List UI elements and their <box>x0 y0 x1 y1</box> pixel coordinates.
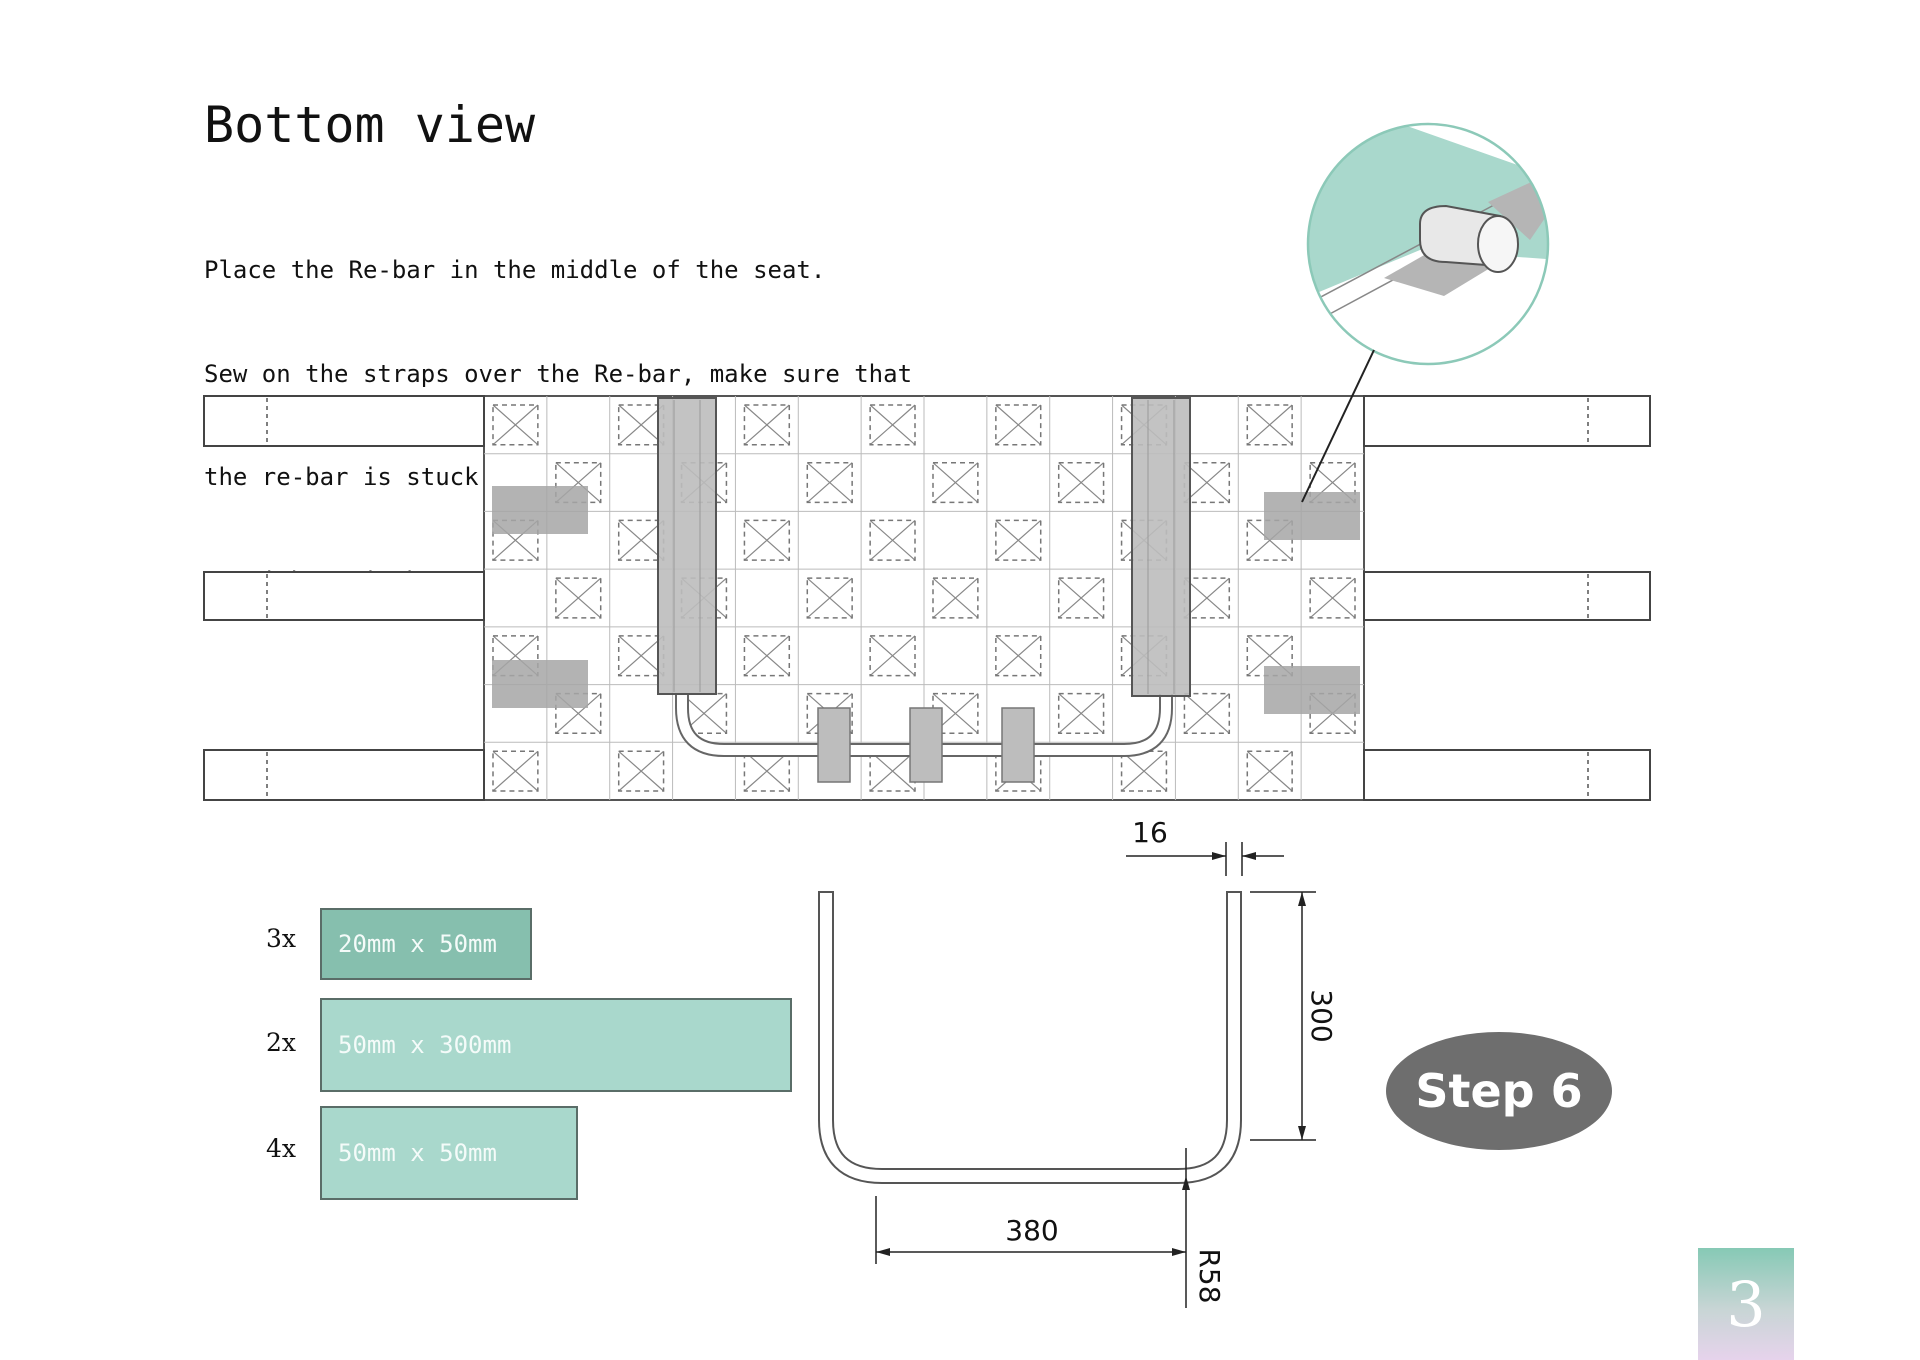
material-swatch: 20mm x 50mm <box>320 908 532 980</box>
rebar-straps <box>657 397 1191 697</box>
patch <box>1264 492 1360 540</box>
left-straps <box>203 395 485 801</box>
dimension-380: 380 <box>1005 1214 1058 1247</box>
instruction-line: Sew on the straps over the Re-bar, make … <box>204 359 913 388</box>
strap-left-top <box>203 395 485 447</box>
side-patches <box>492 486 1360 714</box>
instruction-line: Place the Re-bar in the middle of the se… <box>204 256 826 284</box>
step-badge: Step 6 <box>1386 1032 1612 1150</box>
page-title: Bottom view <box>204 96 536 154</box>
small-straps <box>817 707 1035 783</box>
patch <box>492 486 588 534</box>
strap-left-bottom <box>203 749 485 801</box>
small-strap <box>909 707 943 783</box>
detail-pointer <box>1301 349 1375 503</box>
material-qty: 4x <box>266 1134 297 1163</box>
right-straps <box>1363 395 1651 801</box>
patch <box>492 660 588 708</box>
page-number: 3 <box>1698 1248 1794 1360</box>
detail-bubble <box>1301 122 1550 503</box>
dimension-r58: R58 <box>1193 1248 1226 1303</box>
strap-left-middle <box>203 571 485 621</box>
strap-right-middle <box>1363 571 1651 621</box>
patch <box>1264 666 1360 714</box>
long-strap-right <box>1131 397 1191 697</box>
strap-right-bottom <box>1363 749 1651 801</box>
small-strap <box>817 707 851 783</box>
material-swatch: 50mm x 300mm <box>320 998 792 1092</box>
material-swatch: 50mm x 50mm <box>320 1106 578 1200</box>
dimension-300: 300 <box>1305 989 1338 1042</box>
material-qty: 2x <box>266 1028 297 1057</box>
small-strap <box>1001 707 1035 783</box>
long-strap-left <box>657 397 717 695</box>
dimension-16: 16 <box>1132 816 1168 849</box>
material-qty: 3x <box>266 924 297 953</box>
rebar-dimension-drawing: 16 300 380 R58 <box>818 816 1338 1308</box>
strap-right-top <box>1363 395 1651 447</box>
